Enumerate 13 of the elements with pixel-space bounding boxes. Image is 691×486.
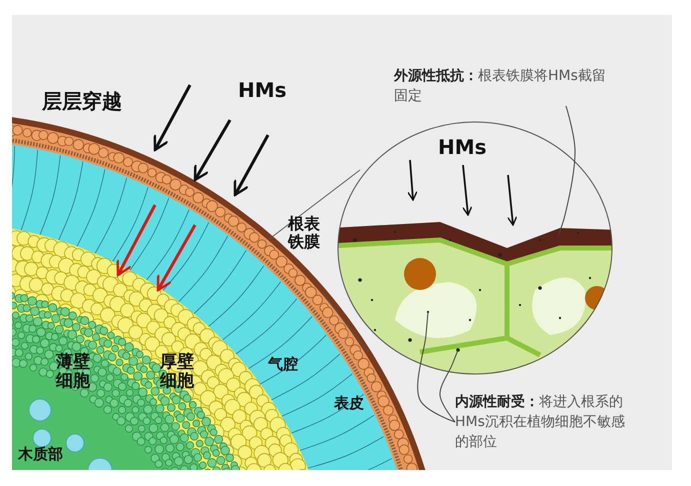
heading-label: 层层穿越 <box>42 88 122 115</box>
part-label: 表皮 <box>334 394 364 413</box>
leader-line <box>440 350 458 422</box>
part-label: 木质部 <box>18 445 63 464</box>
leader-line <box>417 312 456 422</box>
annotation-text: 内源性耐受：将进入根系的HMs沉积在植物细胞不敏感的部位 <box>455 392 635 452</box>
leader-line <box>558 106 576 236</box>
annotation-text: 外源性抵抗：根表铁膜将HMs截留固定 <box>394 66 609 106</box>
pollutant-label: HMs <box>438 135 487 159</box>
part-label: 根表铁膜 <box>288 215 320 250</box>
pollutant-label: HMs <box>238 78 287 102</box>
tissue-label: 薄壁细胞 <box>56 353 90 390</box>
part-label: 气腔 <box>268 355 298 374</box>
